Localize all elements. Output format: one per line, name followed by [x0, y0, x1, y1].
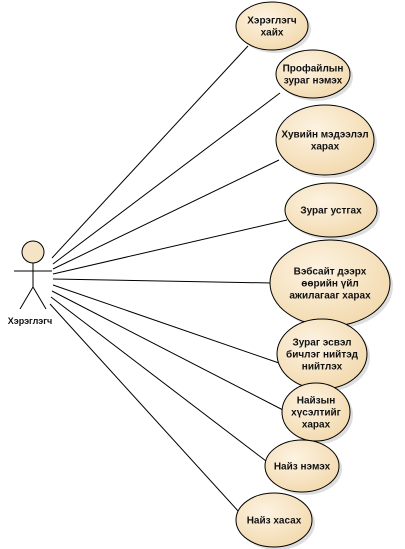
use-case-label: ажилагааг харах	[289, 291, 371, 302]
use-case-delete-picture[interactable]: Зураг устгах	[284, 182, 380, 240]
use-case-label: хүсэлтийг	[291, 408, 341, 419]
use-case-ellipse	[275, 49, 351, 99]
association-line-add-friend	[50, 296, 267, 462]
use-case-label: Найз нэмэх	[274, 462, 331, 473]
use-case-label: харах	[302, 420, 331, 431]
use-case-label: Профайлын	[283, 63, 344, 75]
actor-right-leg	[32, 286, 47, 310]
use-case-label: өөрийн үйл	[301, 279, 359, 290]
use-case-label: Найзын	[297, 396, 335, 407]
association-line-remove-friend	[49, 303, 240, 513]
use-case-ellipse	[264, 439, 340, 493]
use-case-label: нийтлэх	[302, 362, 343, 373]
use-case-label: Хэрэглэгч	[247, 16, 297, 27]
actor-label: Хэрэглэгч	[8, 316, 53, 326]
use-case-label: Хувийн мэдээлэл	[281, 130, 368, 141]
use-case-add-friend[interactable]: Найз нэмэх	[264, 439, 342, 495]
use-case-ellipse	[235, 1, 309, 51]
association-line-search-user	[51, 45, 249, 259]
use-case-label: Зураг устгах	[300, 206, 362, 217]
use-case-label: зураг нэмэх	[284, 76, 343, 87]
use-case-label: харах	[311, 142, 340, 153]
use-case-ellipse	[275, 104, 375, 176]
association-line-view-friend-requests	[51, 290, 284, 411]
association-line-view-own-activity	[52, 278, 273, 284]
use-case-ellipse	[235, 492, 313, 548]
use-case-ellipse	[281, 382, 351, 442]
association-line-view-personal-info	[52, 159, 280, 270]
use-case-remove-friend[interactable]: Найз хасах	[235, 492, 315, 549]
use-case-label: Найз хасах	[247, 516, 302, 527]
association-line-delete-picture	[52, 219, 288, 275]
actor-head	[21, 240, 45, 264]
association-line-post-picture-or-text	[52, 284, 280, 364]
use-case-ellipse	[284, 182, 378, 238]
use-case-label: Вэбсайт дээрх	[294, 266, 367, 278]
actor-user[interactable]: Хэрэглэгч	[8, 240, 53, 326]
use-case-label: Зураг эсвэл	[292, 338, 351, 349]
association-line-add-profile-picture	[52, 92, 281, 265]
use-case-label: хайх	[261, 28, 284, 39]
actor-left-leg	[19, 286, 34, 310]
association-lines	[49, 45, 288, 513]
use-case-label: бичлэг нийтэд	[286, 349, 359, 361]
